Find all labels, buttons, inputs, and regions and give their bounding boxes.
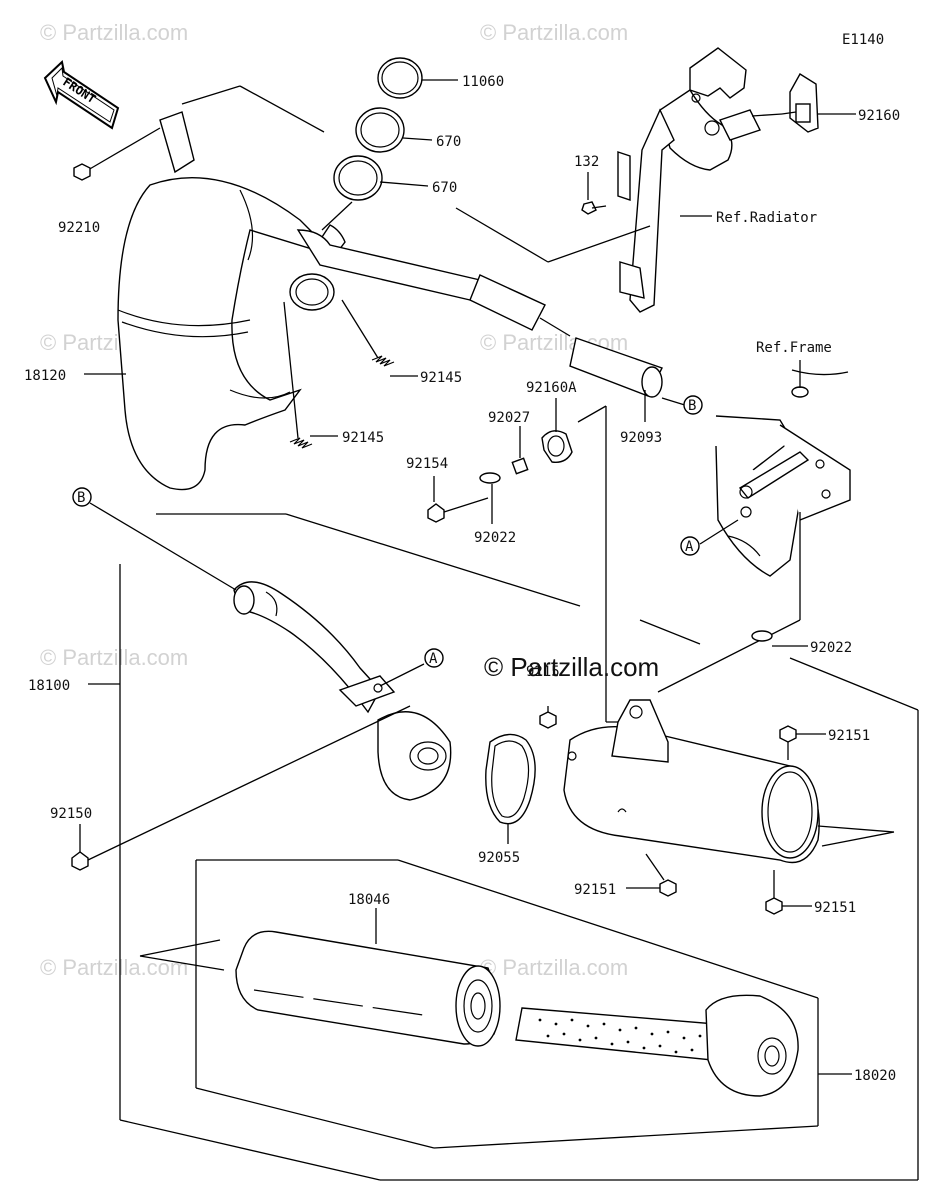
part-label-92145: 92145 bbox=[342, 430, 384, 446]
gasket-rings bbox=[333, 57, 423, 201]
front-arrow-icon: FRONT bbox=[43, 60, 120, 130]
part-label-92160: 92160 bbox=[858, 108, 900, 124]
part-label-92151: 92151 bbox=[828, 728, 870, 744]
spring-icon bbox=[289, 437, 313, 449]
part-label-92093: 92093 bbox=[620, 430, 662, 446]
bolt-icon bbox=[71, 851, 89, 871]
bolt-icon bbox=[581, 201, 597, 215]
part-label-18020: 18020 bbox=[854, 1068, 896, 1084]
marker-b: B bbox=[688, 398, 696, 414]
silencer-header-pipe bbox=[233, 581, 452, 801]
copyright-text: © Partzilla.com bbox=[484, 652, 659, 682]
diagram-code: E1140 bbox=[842, 32, 884, 48]
part-label-92160a: 92160A bbox=[526, 380, 577, 396]
radiator-bracket bbox=[617, 47, 761, 313]
part-label-92022: 92022 bbox=[810, 640, 852, 656]
tailpipe bbox=[296, 229, 663, 398]
part-label-92151: 92151 bbox=[814, 900, 856, 916]
part-label-92022: 92022 bbox=[474, 530, 516, 546]
part-label-92151: 92151 bbox=[574, 882, 616, 898]
watermark: © Partzilla.com bbox=[480, 20, 628, 45]
rubber-mount-92160 bbox=[781, 73, 819, 133]
silencer-shell bbox=[235, 930, 501, 1047]
watermark: © Partzilla.com bbox=[40, 955, 188, 980]
part-label-92027: 92027 bbox=[488, 410, 530, 426]
watermark: © Partzilla.com bbox=[480, 955, 628, 980]
part-label-92055: 92055 bbox=[478, 850, 520, 866]
spring-icon bbox=[371, 355, 395, 367]
bolt-icon bbox=[779, 725, 797, 743]
part-label-11060: 11060 bbox=[462, 74, 504, 90]
watermark: © Partzilla.com bbox=[40, 20, 188, 45]
part-label-18046: 18046 bbox=[348, 892, 390, 908]
part-label-132: 132 bbox=[574, 154, 599, 170]
part-label-9215: 9215 bbox=[526, 664, 560, 680]
watermarks: © Partzilla.com © Partzilla.com © Partzi… bbox=[40, 20, 628, 980]
mounting-hardware bbox=[427, 430, 573, 523]
part-label-92145: 92145 bbox=[420, 370, 462, 386]
nut-icon bbox=[73, 163, 91, 181]
watermark: © Partzilla.com bbox=[40, 645, 188, 670]
bolt-icon bbox=[539, 711, 557, 729]
marker-b: B bbox=[77, 490, 85, 506]
frame-reference bbox=[715, 369, 851, 577]
part-label-670: 670 bbox=[432, 180, 457, 196]
part-label-92154: 92154 bbox=[406, 456, 448, 472]
bolt-icon bbox=[765, 897, 783, 915]
marker-a: A bbox=[685, 539, 694, 555]
ref-frame-label: Ref.Frame bbox=[756, 340, 832, 356]
oval-gasket bbox=[485, 733, 536, 825]
part-label-670: 670 bbox=[436, 134, 461, 150]
bolt-icon bbox=[659, 879, 677, 897]
ref-radiator-label: Ref.Radiator bbox=[716, 210, 817, 226]
silencer-body bbox=[563, 699, 820, 864]
silencer-core bbox=[515, 994, 799, 1097]
part-label-18100: 18100 bbox=[28, 678, 70, 694]
part-label-92210: 92210 bbox=[58, 220, 100, 236]
part-label-18120: 18120 bbox=[24, 368, 66, 384]
expansion-chamber bbox=[117, 111, 346, 491]
part-label-92150: 92150 bbox=[50, 806, 92, 822]
marker-a: A bbox=[429, 651, 438, 667]
